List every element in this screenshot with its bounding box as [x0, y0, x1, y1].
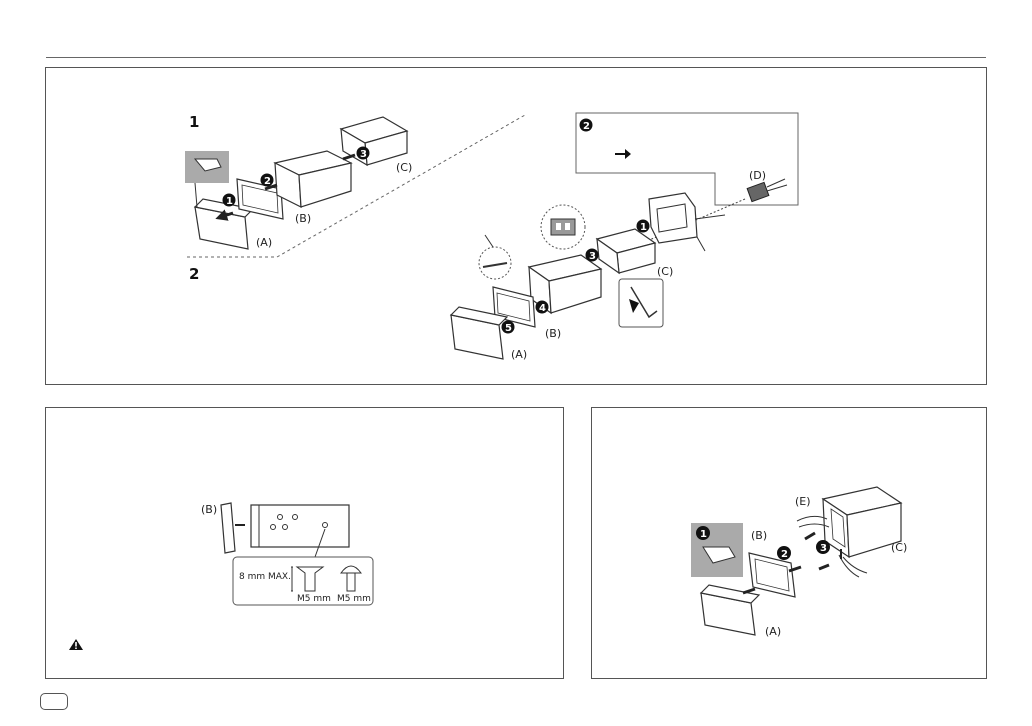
removal-diagram: 1 (A) (B) 2 (E) (C) 3 — [591, 407, 987, 679]
step-2-heading: 2 — [189, 265, 199, 283]
page-number-badge — [40, 693, 68, 710]
sleeve-with-unit — [823, 487, 901, 557]
screw-size-1: M5 mm — [297, 594, 331, 604]
svg-text:2: 2 — [264, 176, 271, 187]
label-b-bottom-right: (B) — [751, 529, 767, 542]
badge-4-right: 4 — [536, 301, 549, 315]
label-b-left: (B) — [295, 212, 311, 225]
badge-3-bottom: 3 — [816, 540, 830, 554]
label-a-right: (A) — [511, 348, 527, 361]
svg-text:4: 4 — [539, 303, 546, 314]
mounting-sleeve-c-right — [597, 229, 655, 273]
svg-text:5: 5 — [505, 323, 512, 334]
label-d-right: (D) — [749, 169, 766, 182]
release-button-callout — [185, 151, 229, 207]
release-button-callout-bottom: 1 — [691, 523, 743, 577]
screw-detail-box: 8 mm MAX. M5 mm M5 mm — [233, 557, 373, 605]
faceplate-a-bottom — [701, 585, 759, 635]
warning-icon — [69, 639, 83, 650]
arrow-pull-1 — [805, 533, 815, 539]
dashboard-frame — [649, 193, 725, 251]
arrow-down-a — [743, 589, 755, 593]
bend-tool-callout — [619, 279, 663, 327]
unit-side-panel — [251, 505, 349, 557]
main-unit — [275, 151, 351, 207]
arrow-3-left — [343, 155, 355, 159]
faceplate-a-right — [451, 307, 507, 359]
label-c-left: (C) — [396, 161, 412, 174]
svg-text:3: 3 — [820, 543, 827, 554]
trim-plate-b-side — [221, 503, 235, 553]
svg-text:1: 1 — [700, 529, 707, 540]
dimension-text: 8 mm MAX. — [239, 572, 291, 582]
label-c-bottom-right: (C) — [891, 541, 907, 554]
tab-detail-callout — [541, 205, 585, 249]
top-installation-diagram: 1 2 1 2 3 (A) (B) (C) 2 — [45, 67, 987, 385]
step-1-heading: 1 — [189, 113, 199, 131]
badge-5-right: 5 — [502, 321, 515, 335]
label-a-left: (A) — [256, 236, 272, 249]
trim-tab-callout — [479, 235, 511, 279]
svg-text:2: 2 — [781, 549, 788, 560]
label-e-bottom-right: (E) — [795, 495, 811, 508]
label-b-right: (B) — [545, 327, 561, 340]
screw-size-2: M5 mm — [337, 594, 371, 604]
svg-text:3: 3 — [589, 251, 596, 262]
svg-text:1: 1 — [226, 196, 233, 207]
badge-2-bottom: 2 — [777, 546, 791, 560]
label-a-bottom-right: (A) — [765, 625, 781, 638]
svg-text:3: 3 — [360, 149, 367, 160]
top-rule — [46, 57, 986, 58]
label-b-bottom-left: (B) — [201, 503, 217, 516]
svg-text:2: 2 — [583, 121, 590, 132]
svg-text:1: 1 — [640, 222, 647, 233]
arrow-pull-2 — [819, 565, 829, 569]
screw-specification-diagram: (B) 8 mm MAX. M5 mm M5 mm — [45, 407, 564, 679]
trim-plate-b-bottom — [749, 553, 795, 597]
label-c-right: (C) — [657, 265, 673, 278]
